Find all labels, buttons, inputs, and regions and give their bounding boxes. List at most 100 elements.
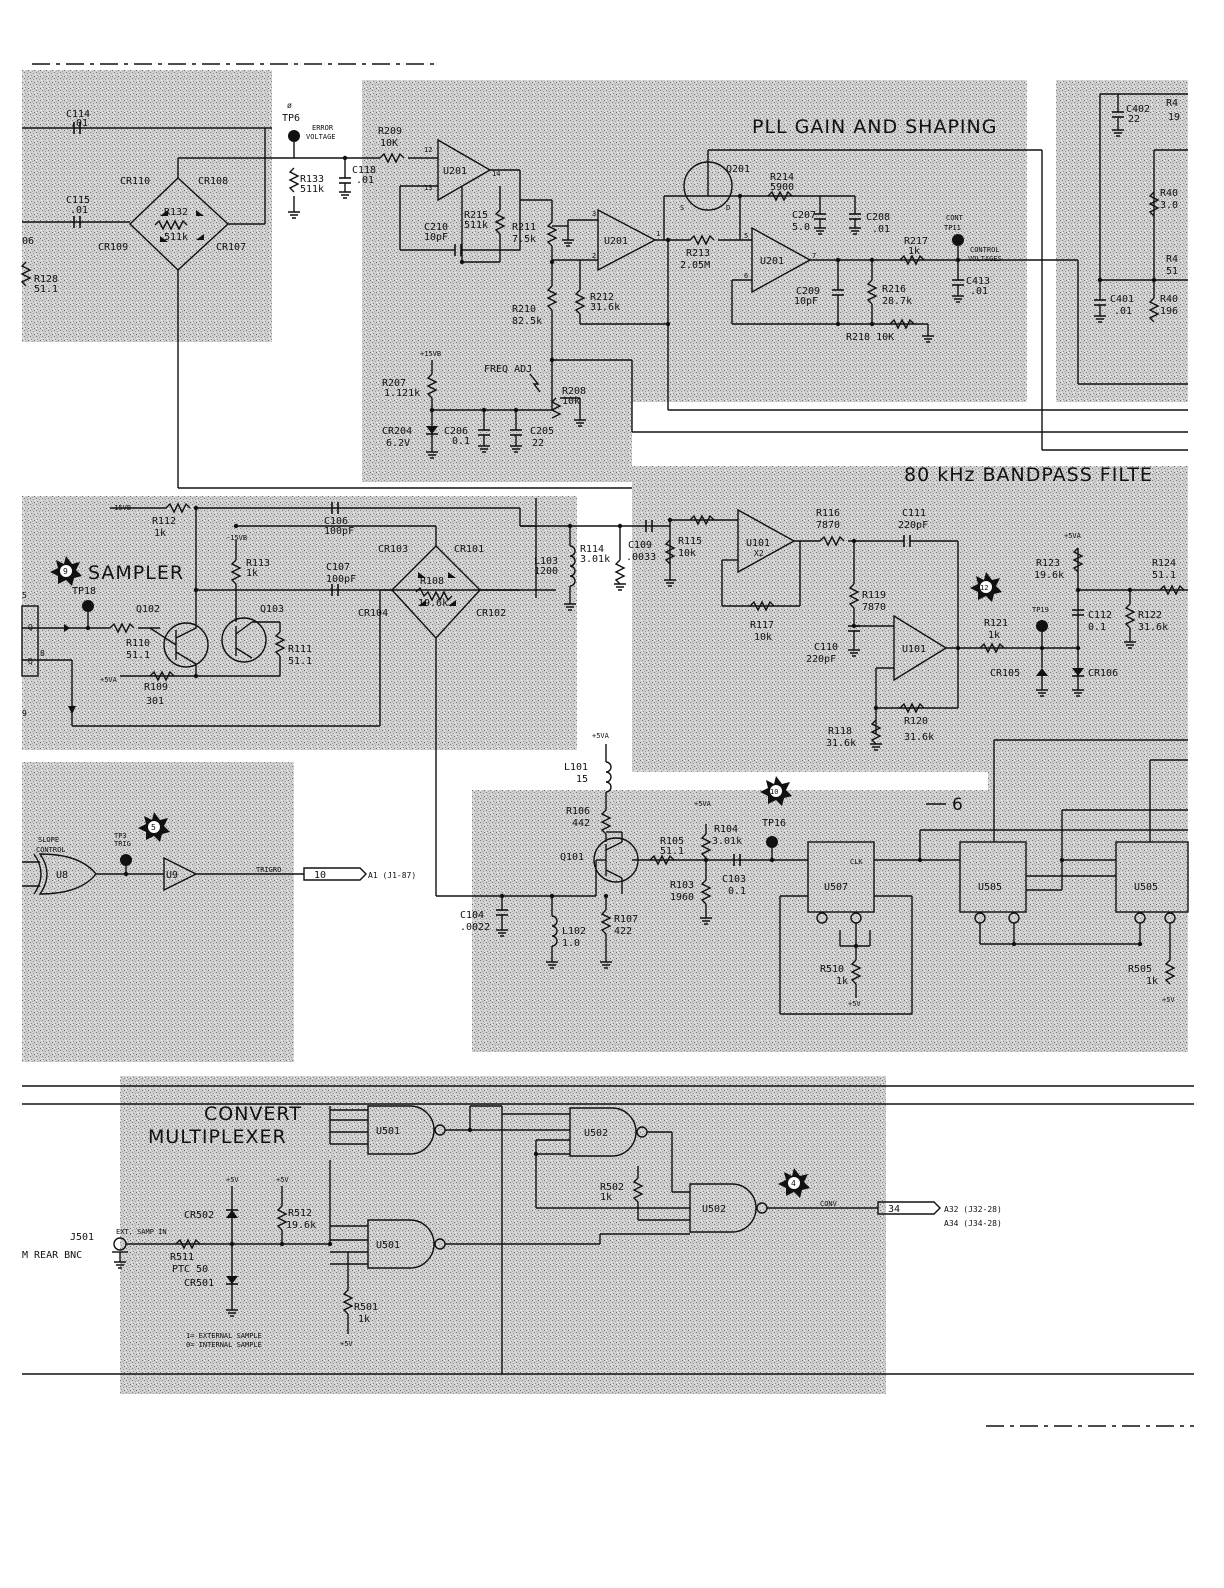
label-u201-a: U201 [443,166,467,177]
value-r110: 51.1 [126,650,150,661]
label-c401: C401 [1110,294,1134,305]
label-r214: R214 [770,172,794,183]
pin-d: D [726,204,730,212]
value-r214: 5900 [770,182,794,193]
label-u505-b: U505 [1134,882,1158,893]
label-r104: R104 [714,824,738,835]
value-r505: 1k [1146,976,1158,987]
pin-s: S [680,204,684,212]
value-r216: 28.7k [882,296,912,307]
error-voltage-2: VOLTAGE [306,133,336,141]
label-r213: R213 [686,248,710,259]
value-r116: 7870 [816,520,840,531]
value-c205: 22 [532,438,544,449]
label-p5va-3: +5VA [592,732,610,740]
pin-5: 5 [744,232,748,240]
label-u9: U9 [166,870,178,881]
label-cr104: CR104 [358,608,388,619]
label-r512: R512 [288,1208,312,1219]
svg-text:10: 10 [770,788,778,796]
label-u201-c: U201 [760,256,784,267]
trigro-label: TRIGRO [256,866,281,874]
star-markers: 9 12 10 5 4 6 [50,556,1002,1198]
label-c107: C107 [326,562,350,573]
label-cr110: CR110 [120,176,150,187]
dest-a1: A1 (J1-87) [368,871,416,880]
title-convert: CONVERT [204,1103,302,1125]
label-j501: J501 [70,1232,94,1243]
value-r104: 3.01k [712,836,742,847]
label-c114: C114 [66,109,90,120]
value-r512: 19.6k [286,1220,316,1231]
label-r212: R212 [590,292,614,303]
trig-label: TRIG [114,840,131,848]
dest-a34: A34 (J34-28) [944,1219,1002,1228]
pin-jq: Q [28,623,33,632]
marker-9: 9 [50,556,82,586]
label-p5va: +5VA [100,676,118,684]
value-r122: 31.6k [1138,622,1168,633]
label-c413: C413 [966,276,990,287]
label-u502-b: U502 [702,1204,726,1215]
label-c205: C205 [530,426,554,437]
value-c109: .0033 [626,552,656,563]
label-p5va-6: +5V [276,1176,289,1184]
pin-j5: 5 [22,591,27,600]
label-c103: C103 [722,874,746,885]
connector-10: 10 [314,870,326,881]
label-p5v-2: +5V [1162,996,1175,1004]
label-u8: U8 [56,870,68,881]
value-r128: 51.1 [34,284,58,295]
label-r115: R115 [678,536,702,547]
value-c401: .01 [1114,306,1132,317]
label-u501-b: U501 [376,1240,400,1251]
cont-label: CONT [946,214,964,222]
title-sampler: SAMPLER [88,562,184,584]
label-r112: R112 [152,516,176,527]
svg-text:4: 4 [791,1179,796,1188]
label-clk: CLK [850,858,863,866]
label-r114: R114 [580,544,604,555]
label-u101-a: U101 [746,538,770,549]
value-l103: 1200 [534,566,558,577]
svg-text:6: 6 [952,795,963,815]
value-c118: .01 [356,175,374,186]
value-r217: 1k [908,246,920,257]
pin-2: 2 [592,252,596,260]
convert-mux-block: U501 U502 U502 U501 R502 1k +5V +5V CR50… [22,1105,1002,1374]
title-bandpass-filter: 80 kHz BANDPASS FILTE [904,464,1153,486]
value-r40b: 3.0 [1160,200,1178,211]
label-c118: C118 [352,165,376,176]
value-r109: 301 [146,696,164,707]
dest-a32: A32 (J32-28) [944,1205,1002,1214]
value-r112: 1k [154,528,166,539]
label-x2: X2 [754,549,764,558]
label-r216: R216 [882,284,906,295]
label-r40b: R40 [1160,188,1178,199]
label-p5va-4: +5VA [694,800,712,808]
phase-detector-block: C114 .01 C115 .01 CR110 CR108 R132 511k … [20,101,632,489]
label-r06: 06 [22,236,34,247]
label-u501-a: U501 [376,1126,400,1137]
label-c207: C207 [792,210,816,221]
error-voltage-1: ERROR [312,124,334,132]
label-r40d: R40 [1160,294,1178,305]
value-r212: 31.6k [590,302,620,313]
pin-j9: 9 [22,709,27,718]
value-r119: 7870 [862,602,886,613]
label-r107: R107 [614,914,638,925]
label-cr109: CR109 [98,242,128,253]
label-r123: R123 [1036,558,1060,569]
value-r120: 31.6k [904,732,934,743]
value-r124: 51.1 [1152,570,1176,581]
label-r118: R118 [828,726,852,737]
label-r106: R106 [566,806,590,817]
label-c106: C106 [324,516,348,527]
border-lines [22,63,1194,1427]
label-cr101: CR101 [454,544,484,555]
label-q101: Q101 [560,852,584,863]
value-c104: .0022 [460,922,490,933]
label-u502-a: U502 [584,1128,608,1139]
label-m15vb-2: -15VB [226,534,247,542]
